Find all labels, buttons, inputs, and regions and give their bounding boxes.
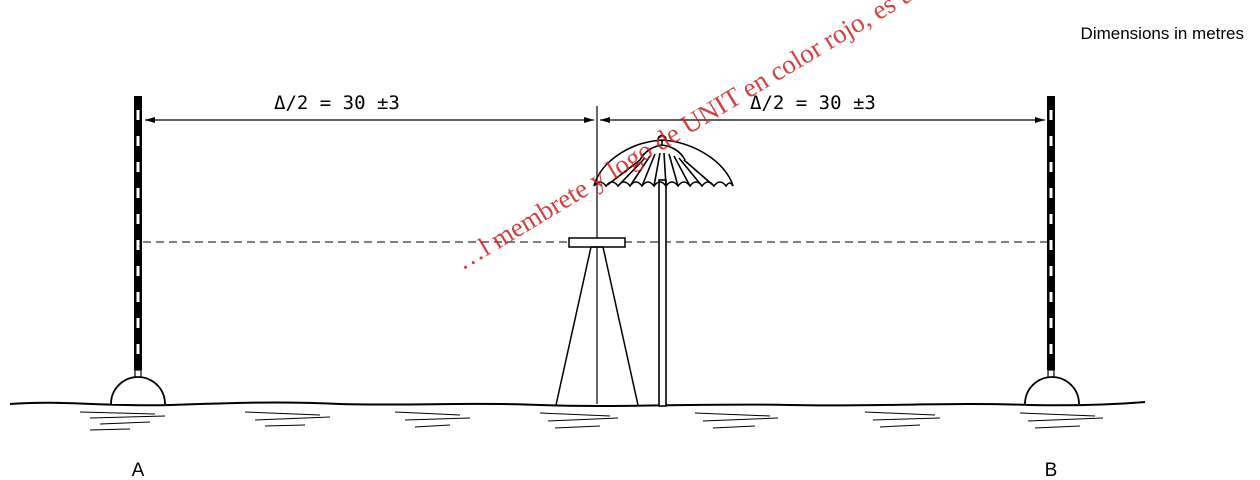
dimension-label-left: Δ/2 = 30 ±3 [274,92,400,114]
dimension-label-right: Δ/2 = 30 ±3 [750,92,876,114]
tripod-instrument [555,237,639,406]
point-label-b: B [1045,460,1058,480]
water-ripples [79,411,1104,431]
pole-a [110,96,166,405]
units-note: Dimensions in metres [1080,24,1244,43]
ground-line [9,401,1146,407]
point-label-a: A [132,460,145,480]
pole-b [1024,96,1080,405]
umbrella [593,134,734,407]
